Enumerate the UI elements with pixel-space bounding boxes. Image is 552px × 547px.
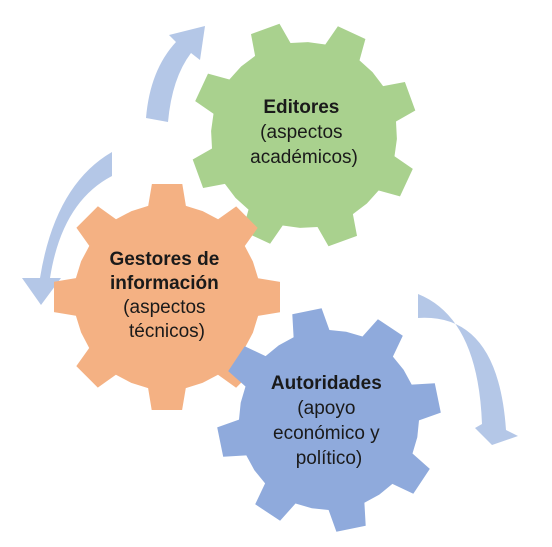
arrow-right	[418, 294, 518, 445]
autoridades-line-1: (apoyo	[297, 398, 355, 419]
gestores-label: Gestores de información (aspectos técnic…	[109, 249, 224, 342]
gear-gestores	[54, 184, 280, 410]
editores-line-1: (aspectos	[260, 122, 342, 143]
arrow-top-left	[146, 26, 205, 122]
arrow-top-left-body	[146, 26, 205, 122]
gestores-title-line-1: Gestores de	[109, 249, 219, 270]
autoridades-line-2: económico y	[273, 423, 380, 444]
autoridades-line-3: político)	[296, 448, 363, 469]
gestores-line-2: técnicos)	[129, 321, 205, 342]
gear-autoridades	[217, 308, 441, 532]
editores-title: Editores	[263, 97, 339, 118]
arrow-left-body	[22, 152, 112, 305]
editores-label: Editores (aspectos académicos)	[250, 97, 358, 168]
gestores-title-line-2: información	[110, 273, 219, 294]
gestores-line-1: (aspectos	[123, 297, 205, 318]
arrow-left	[22, 152, 112, 305]
editores-line-2: académicos)	[250, 147, 358, 168]
autoridades-label: Autoridades (apoyo económico y político)	[271, 373, 387, 469]
gear-editores	[192, 23, 416, 247]
autoridades-title: Autoridades	[271, 373, 382, 394]
arrow-right-body	[418, 294, 518, 445]
